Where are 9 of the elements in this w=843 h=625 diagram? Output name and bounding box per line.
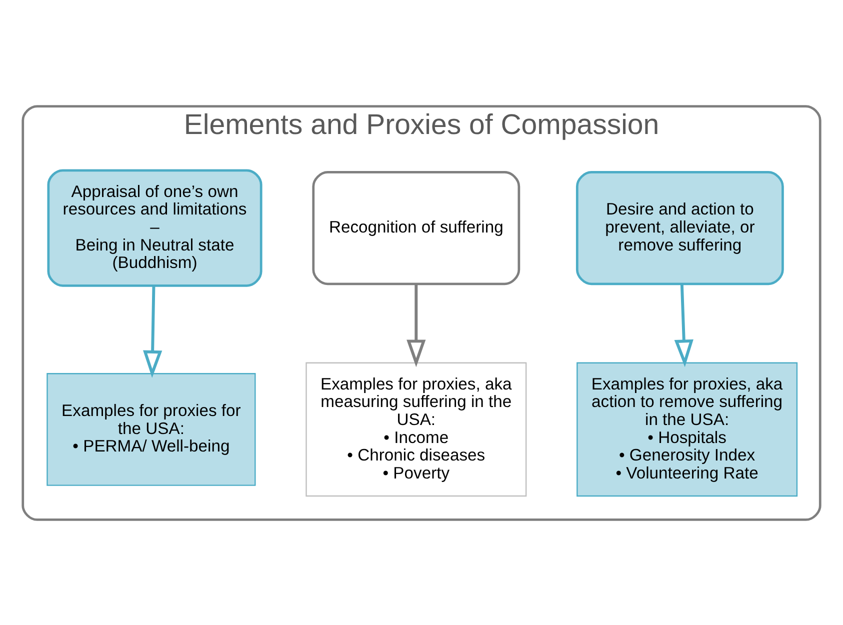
node-box: Appraisal of one’s own resources and limitations – Being in Neutral state (Buddhism) xyxy=(47,168,262,286)
node-box: Examples for proxies for the USA: • PERMA/ Well-being xyxy=(46,372,256,486)
node-box: Examples for proxies, aka action to remove suffering in the USA: • Hospitals • Generosity Index • Volunteering Rate xyxy=(576,362,798,496)
node-box: Recognition of suffering xyxy=(312,170,520,285)
arrow xyxy=(674,284,694,367)
arrow xyxy=(406,284,426,367)
node-box: Examples for proxies, aka measuring suffering in the USA: • Income • Chronic diseases • Poverty xyxy=(306,362,527,496)
arrow xyxy=(143,285,162,378)
node-box: Desire and action to prevent, alleviate, or remove suffering xyxy=(576,170,784,285)
